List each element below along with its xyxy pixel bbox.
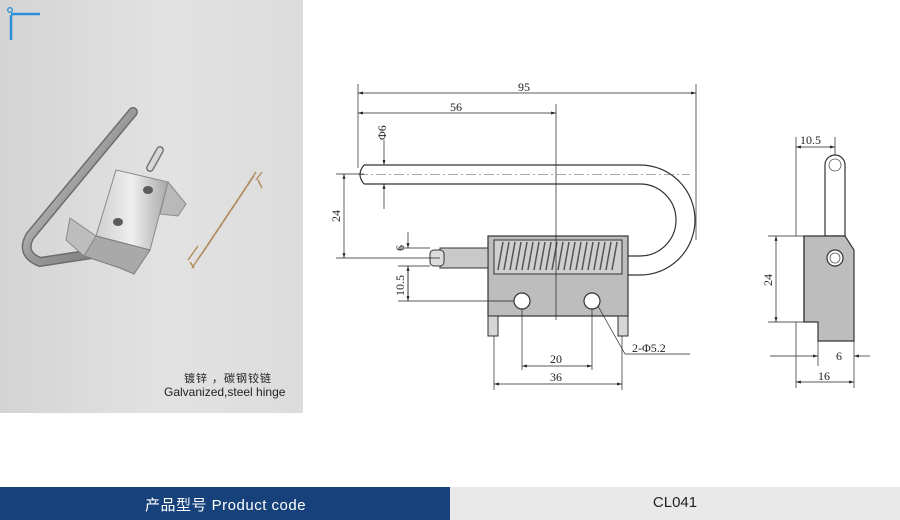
corner-mark-icon: [7, 7, 40, 40]
dim-side-pin-offset: 10.5: [800, 133, 821, 147]
product-code-label: 产品型号 Product code: [145, 497, 307, 514]
dim-plate-width: 36: [550, 370, 562, 384]
dim-overall-length: 95: [518, 80, 530, 94]
product-code-value-bar: CL041: [450, 487, 900, 520]
dim-tip-offset: 10.5: [393, 275, 407, 296]
spring-icon: [187, 171, 263, 269]
front-view-dimensions: [336, 84, 697, 390]
dim-pin-diameter: Φ6: [375, 125, 389, 140]
side-view: [803, 154, 855, 342]
dim-tip-gap: 6: [393, 245, 407, 251]
dim-side-height: 24: [761, 274, 775, 286]
dim-hole-spec: 2-Φ5.2: [632, 341, 666, 355]
product-code-label-bar: 产品型号 Product code: [0, 487, 450, 520]
dim-pin-offset: 24: [329, 210, 343, 222]
caption-english: Galvanized,steel hinge: [164, 385, 286, 399]
product-photo-panel: 镀锌 ，碳钢铰链 Galvanized,steel hinge: [0, 0, 303, 413]
side-view-dimensions: [768, 137, 870, 388]
caption-chinese: 镀锌 ，碳钢铰链: [184, 373, 273, 385]
dim-hole-spacing: 20: [550, 352, 562, 366]
product-code-value: CL041: [652, 494, 698, 511]
dim-side-width: 16: [818, 369, 830, 383]
hinge-product-photo: [21, 107, 263, 275]
technical-drawing: 95 56 Φ6 24 6 10.5 20 2-Φ5.2 36 10.5 24 …: [329, 80, 870, 390]
dim-side-tab: 6: [836, 349, 842, 363]
front-view: [358, 164, 696, 337]
dim-pin-to-center: 56: [450, 100, 462, 114]
